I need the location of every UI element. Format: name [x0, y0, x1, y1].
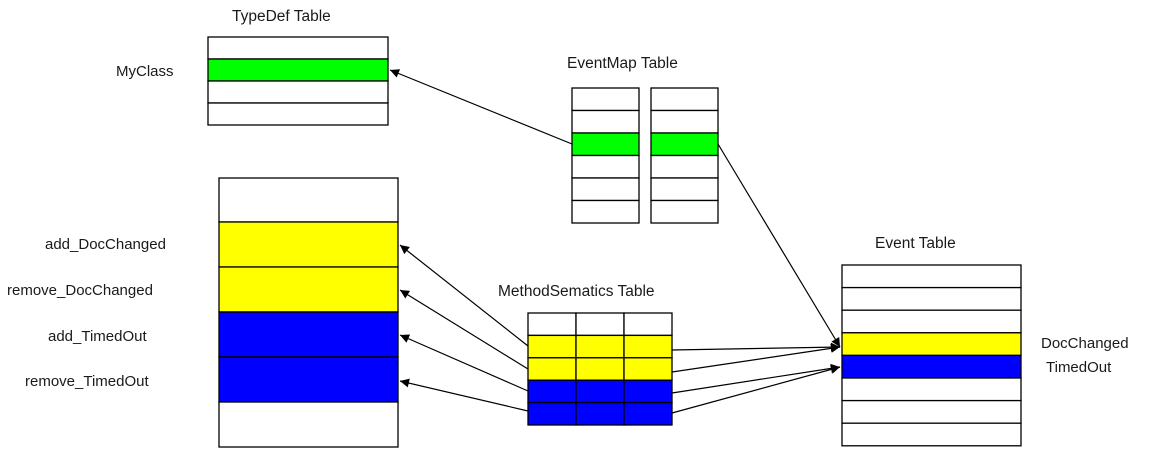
event-table-row-2 [841, 309, 1022, 334]
event-table-row-6 [841, 399, 1022, 424]
add-docchanged-label: add_DocChanged [45, 236, 166, 253]
eventmap-table-cell-0-5 [571, 199, 640, 224]
methodsemantics-table-cell-0-2 [527, 357, 577, 381]
methodsemantics-table-cell-1-1 [575, 334, 625, 359]
eventmap-table-cell-1-1 [650, 109, 719, 134]
event-table-row-3 [841, 332, 1022, 357]
methodsemantics-table-cell-1-0 [575, 312, 625, 337]
event-table-row-5 [841, 377, 1022, 402]
methodsemantics-table-cell-1-4 [575, 401, 625, 426]
event-table-row-1 [841, 286, 1022, 311]
arrow-8 [671, 363, 841, 394]
typedef-table-row-3 [207, 102, 389, 126]
arrow-7 [671, 343, 841, 373]
arrow-9 [671, 365, 841, 414]
eventmap-table-cell-1-0 [650, 87, 719, 112]
methodsemantics-table-cell-2-2 [623, 357, 673, 381]
event-table-row-7 [841, 422, 1022, 447]
event-table-row-0 [841, 264, 1022, 289]
eventmap-table-cell-0-4 [571, 177, 640, 202]
add-timedout-label: add_TimedOut [48, 328, 147, 345]
docchanged-label: DocChanged [1041, 335, 1129, 352]
eventmap-table-cell-1-5 [650, 199, 719, 224]
arrow-3 [399, 289, 529, 370]
event-table-row-4 [841, 354, 1022, 379]
typedef-table-row-0 [207, 36, 389, 60]
arrow-1 [717, 143, 841, 348]
methodsemantics-table-cell-2-4 [623, 401, 673, 426]
methodsemantics-table-cell-1-3 [575, 379, 625, 404]
eventmap-table-cell-1-3 [650, 154, 719, 179]
methodsemantics-table-cell-0-1 [527, 334, 577, 359]
arrow-4 [399, 334, 529, 392]
methodsemantics-table-cell-2-3 [623, 379, 673, 404]
eventmap-table-cell-0-0 [571, 87, 640, 112]
typedef-table-row-1 [207, 58, 389, 82]
methodsemantics-table-cell-2-0 [623, 312, 673, 337]
eventmap-table-title: EventMap Table [567, 55, 678, 72]
typedef-table-title: TypeDef Table [232, 8, 331, 25]
remove-timedout-label: remove_TimedOut [25, 373, 149, 390]
arrow-0 [389, 69, 573, 145]
methodsemantics-table-cell-2-1 [623, 334, 673, 359]
method-table-row-1 [218, 221, 399, 268]
myclass-label: MyClass [116, 63, 174, 80]
methodsemantics-table-title: MethodSematics Table [498, 283, 655, 300]
eventmap-table-cell-0-1 [571, 109, 640, 134]
method-table-row-3 [218, 311, 399, 358]
arrow-6 [671, 342, 841, 352]
eventmap-table-cell-1-2 [650, 132, 719, 157]
methodsemantics-table-cell-0-3 [527, 379, 577, 404]
timedout-label: TimedOut [1046, 359, 1112, 376]
method-table-row-4 [218, 356, 399, 403]
eventmap-table-cell-0-2 [571, 132, 640, 157]
methodsemantics-table-cell-1-2 [575, 357, 625, 381]
event-table-title: Event Table [875, 235, 956, 252]
arrow-2 [399, 244, 529, 347]
arrow-5 [399, 378, 529, 412]
method-table-row-0 [218, 177, 399, 223]
method-table-row-5 [218, 401, 399, 448]
typedef-table-row-2 [207, 80, 389, 104]
eventmap-table-cell-1-4 [650, 177, 719, 202]
methodsemantics-table-cell-0-0 [527, 312, 577, 337]
methodsemantics-table-cell-0-4 [527, 401, 577, 426]
eventmap-table-cell-0-3 [571, 154, 640, 179]
method-table-row-2 [218, 266, 399, 313]
remove-docchanged-label: remove_DocChanged [7, 282, 153, 299]
